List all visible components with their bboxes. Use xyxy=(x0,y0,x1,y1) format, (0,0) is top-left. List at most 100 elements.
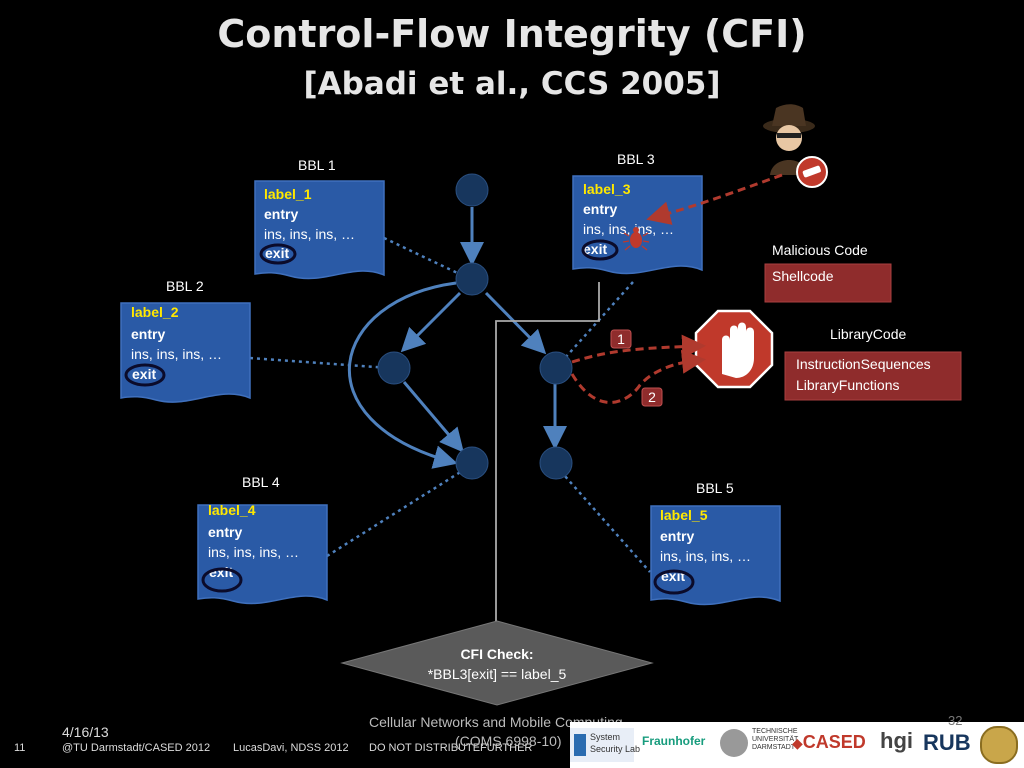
attacker xyxy=(763,104,828,188)
node-bottom-left xyxy=(455,446,489,480)
connector-bbl5 xyxy=(555,465,651,573)
attack-marker-1-label: 1 xyxy=(617,331,625,347)
bbl-3-ins: ins, ins, ins, … xyxy=(583,221,674,237)
ssl-logo: System Security Lab xyxy=(570,728,640,762)
stop-hand-icon xyxy=(694,309,774,389)
bug-head xyxy=(633,227,639,233)
bbl-2-label: label_2 xyxy=(131,304,179,320)
attacker-hat xyxy=(772,104,806,126)
cfg-nodes xyxy=(377,173,573,480)
library-code-caption: LibraryCode xyxy=(830,326,906,342)
connector-bbl1 xyxy=(383,236,471,281)
partner-logo-strip: System Security Lab Fraunhofer TECHNISCH… xyxy=(570,713,1024,768)
bbl-4-ins: ins, ins, ins, … xyxy=(208,544,299,560)
bbl-3-exit-circle xyxy=(581,239,619,261)
bbl-2: BBL 2 label_2 entry ins, ins, ins, … exi… xyxy=(120,278,251,403)
library-code-box xyxy=(784,351,962,401)
bbl-4-entry: entry xyxy=(208,524,242,540)
bbl-5-exit-circle xyxy=(653,569,695,595)
library-line-1: InstructionSequences xyxy=(796,356,931,372)
bbl-5: BBL 5 label_5 entry ins, ins, ins, … exi… xyxy=(650,480,781,606)
slide-subtitle: [Abadi et al., CCS 2005] xyxy=(303,66,721,102)
bbl-3-entry: entry xyxy=(583,201,617,217)
footer-author: LucasDavi, NDSS 2012 xyxy=(233,742,349,754)
bbl-1-ins: ins, ins, ins, … xyxy=(264,226,355,242)
bbl-2-caption: BBL 2 xyxy=(166,278,204,294)
injection-arrow xyxy=(646,173,783,225)
bbl-5-label: label_5 xyxy=(660,507,708,523)
shellcode-box xyxy=(764,263,892,303)
bbl-3: BBL 3 label_3 entry ins, ins, ins, … exi… xyxy=(572,151,703,275)
edge-left-down xyxy=(402,381,464,453)
bbl-1-exit-circle xyxy=(259,243,297,265)
university-seal-icon xyxy=(980,726,1018,764)
cased-logo: ◆CASED xyxy=(792,732,866,753)
bug-icon xyxy=(622,227,650,251)
ssl-logo-line2: Security Lab xyxy=(590,744,641,754)
attack-marker-2 xyxy=(641,387,663,407)
footer-page: 11 xyxy=(14,742,26,754)
node-mid xyxy=(455,262,489,296)
tud-logo-line3: DARMSTADT xyxy=(752,744,796,751)
bbl-4-doc xyxy=(197,504,328,605)
cased-logo-mark: ◆ xyxy=(792,735,803,751)
attack-marker-2-label: 2 xyxy=(648,389,656,405)
node-top xyxy=(455,173,489,207)
library-line-2: LibraryFunctions xyxy=(796,377,900,393)
connector-bbl2 xyxy=(249,356,391,370)
bbl-2-exit-circle xyxy=(124,363,166,387)
footer-org: @TU Darmstadt/CASED 2012 xyxy=(62,742,211,754)
dotted-connectors xyxy=(249,236,651,573)
slide-title: Control-Flow Integrity (CFI) xyxy=(217,12,807,56)
bbl-2-exit: exit xyxy=(132,366,156,382)
malicious-code-caption: Malicious Code xyxy=(772,242,868,258)
no-entry-bar xyxy=(802,165,821,178)
bbl-1-exit: exit xyxy=(265,245,289,261)
cfg-edges xyxy=(347,207,567,469)
bbl-1-doc xyxy=(254,180,385,280)
footer-notice: DO NOT DISTRIBUTEFURTHER xyxy=(369,742,533,754)
attack-path-1 xyxy=(571,334,706,364)
bbl-1: BBL 1 label_1 entry ins, ins, ins, … exi… xyxy=(254,157,385,280)
tud-logo-line2: UNIVERSITÄT xyxy=(752,736,799,743)
ssl-logo-line1: System xyxy=(590,732,621,742)
bbl-4-label: label_4 xyxy=(208,502,256,518)
tud-seal xyxy=(720,729,748,757)
shellcode-label: Shellcode xyxy=(772,268,834,284)
bbl-5-entry: entry xyxy=(660,528,694,544)
bbl-5-ins: ins, ins, ins, … xyxy=(660,548,751,564)
bug-body xyxy=(630,232,642,248)
bbl-4-exit-circle xyxy=(201,567,243,593)
bbl-5-caption: BBL 5 xyxy=(696,480,734,496)
node-bottom-right xyxy=(539,446,573,480)
cfi-check-expr: *BBL3[exit] == label_5 xyxy=(428,666,567,682)
tud-logo-line1: TECHNISCHE xyxy=(752,728,798,735)
bbl-4: BBL 4 label_4 entry ins, ins, ins, … exi… xyxy=(197,474,328,605)
bbl-1-entry: entry xyxy=(264,206,298,222)
cfi-check-diamond xyxy=(340,620,654,706)
ssl-logo-mark xyxy=(574,734,586,756)
footer-date: 4/16/13 xyxy=(62,724,109,740)
tud-logo: TECHNISCHE UNIVERSITÄT DARMSTADT xyxy=(752,728,798,752)
rub-logo: RUB xyxy=(923,730,971,755)
bug-legs xyxy=(622,232,650,251)
cfi-check-title: CFI Check: xyxy=(460,646,533,662)
bbl-2-entry: entry xyxy=(131,326,165,342)
bbl-4-exit: exit xyxy=(209,564,233,580)
edge-left xyxy=(400,291,462,353)
footer-course-line2: (COMS 6998-10) xyxy=(455,733,562,749)
attacker-glasses xyxy=(777,133,801,138)
attack-path-2 xyxy=(570,349,706,404)
bbl-3-doc xyxy=(572,175,703,275)
bbl-2-ins: ins, ins, ins, … xyxy=(131,346,222,362)
footer-slide-number: 32 xyxy=(948,713,963,728)
bbl-5-doc xyxy=(650,505,781,606)
footer-course-line1: Cellular Networks and Mobile Computing xyxy=(369,714,623,730)
connector-bbl4 xyxy=(326,464,471,558)
cfi-check-line xyxy=(487,282,600,648)
edge-loop xyxy=(347,281,458,469)
bbl-1-caption: BBL 1 xyxy=(298,157,336,173)
bbl-4-caption: BBL 4 xyxy=(242,474,280,490)
bbl-1-label: label_1 xyxy=(264,186,312,202)
connector-bbl3 xyxy=(555,281,634,369)
